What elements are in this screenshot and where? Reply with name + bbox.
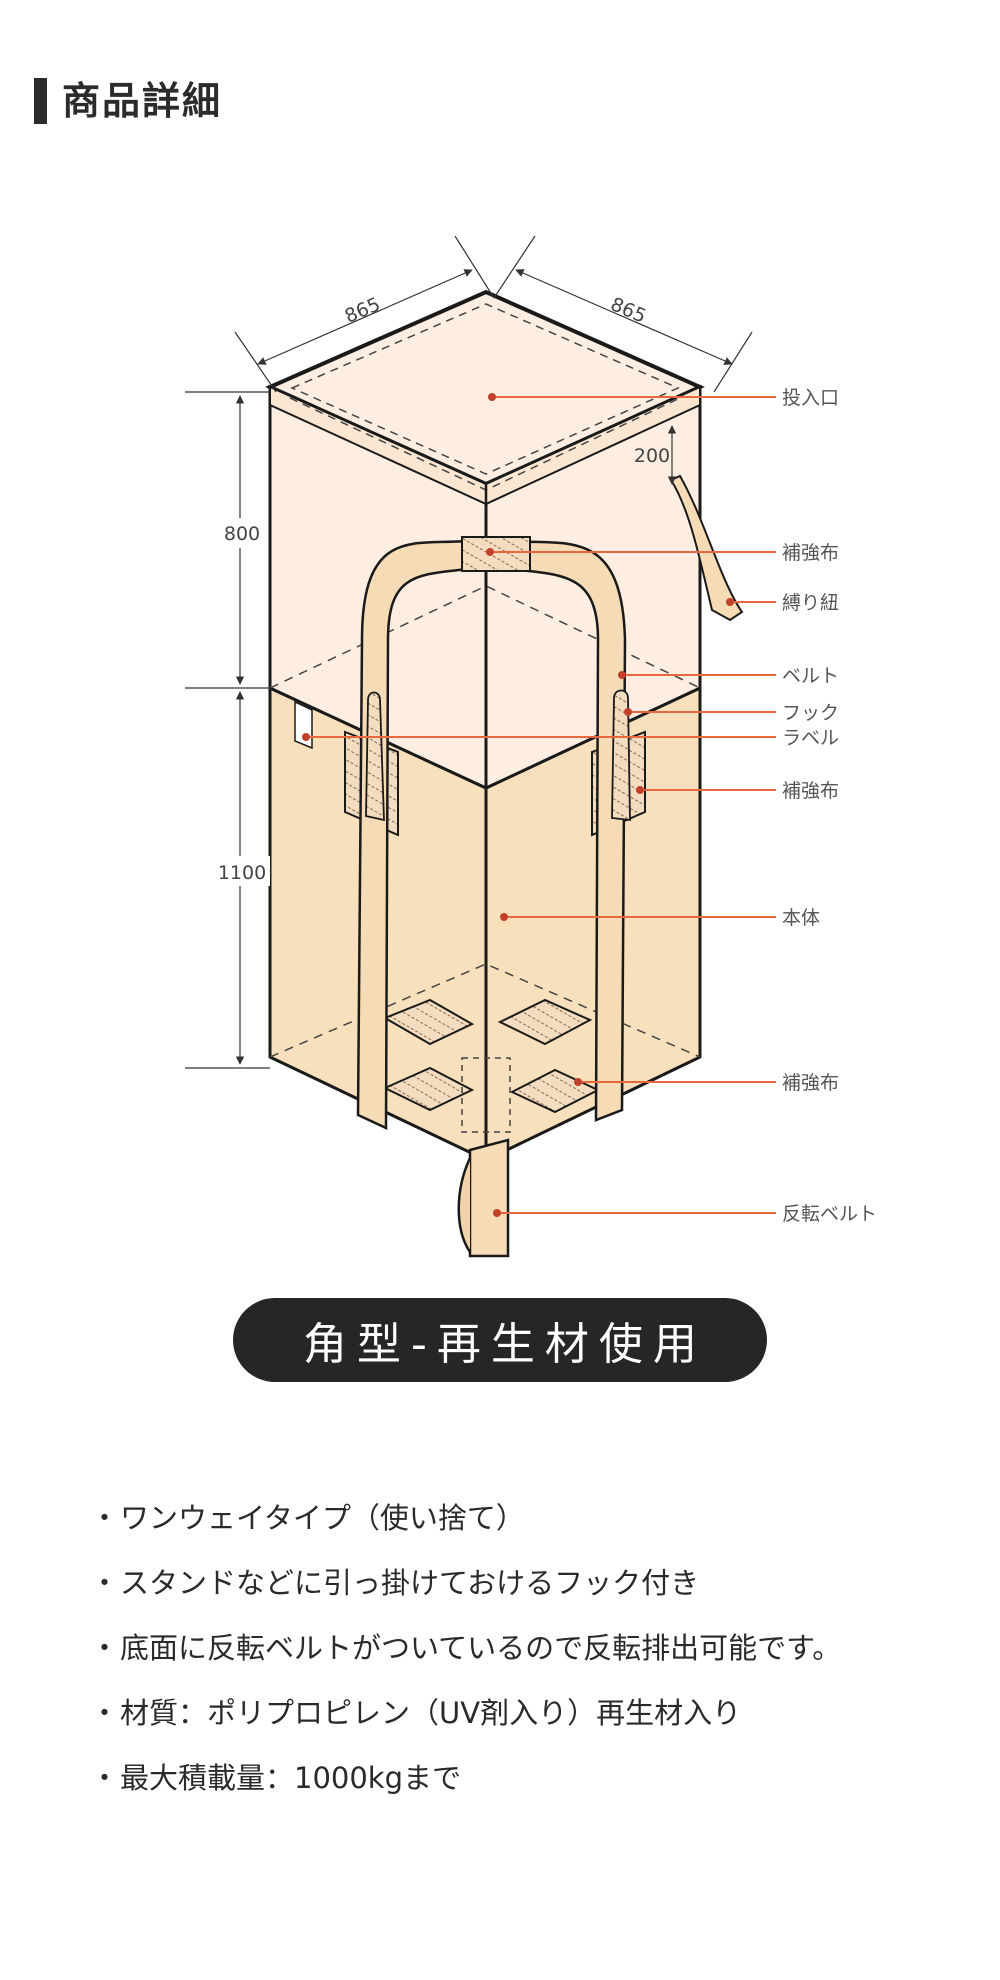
hook-left [365,691,385,822]
svg-text:補強布: 補強布 [782,542,839,564]
hidden-edges-bottom [269,963,701,1058]
bullet-icon: ・ [90,1695,120,1730]
bullet-icon: ・ [90,1630,120,1665]
dim-width-left: 865 [342,293,384,327]
feature-text: 最大積載量：1000kgまで [120,1760,462,1795]
dim-line-width-right [515,269,733,365]
dim-height-upper: 800 [224,523,260,545]
dim-ext-line-left [234,331,277,393]
reverse-belt-loop [457,1157,472,1253]
svg-text:反転ベルト: 反転ベルト [782,1203,877,1225]
feature-list: ・ワンウェイタイプ（使い捨て） ・スタンドなどに引っ掛けておけるフック付き ・底… [90,1483,841,1808]
belt-reinforcement-top [461,536,531,572]
svg-text:投入口: 投入口 [782,387,839,409]
dim-line-width-left [257,269,473,365]
label-tag [294,700,313,750]
svg-text:ベルト: ベルト [782,665,839,687]
svg-text:ラベル: ラベル [782,727,839,749]
dim-inlet-height: 200 [634,445,670,467]
feature-item: ・材質：ポリプロピレン（UV剤入り）再生材入り [90,1678,841,1743]
callout-label: ラベル [302,727,839,749]
feature-text: ワンウェイタイプ（使い捨て） [120,1500,525,1535]
section-header: 商品詳細 [34,78,222,124]
callout-reinforcement-top: 補強布 [486,542,839,564]
dim-ext-line-right [713,331,753,393]
dim-height-lower: 1100 [218,862,266,884]
feature-item: ・スタンドなどに引っ掛けておけるフック付き [90,1548,841,1613]
dim-label-bg-upper [218,518,264,548]
bullet-icon: ・ [90,1500,120,1535]
lifting-belt [356,538,627,1130]
callout-belt: ベルト [618,665,839,687]
dim-ext-line-center2 [493,235,536,299]
dim-width-right: 865 [607,293,649,327]
feature-item: ・ワンウェイタイプ（使い捨て） [90,1483,841,1548]
hook-right [611,689,631,822]
callout-body: 本体 [500,907,820,929]
feature-item: ・最大積載量：1000kgまで [90,1743,841,1808]
svg-text:フック: フック [782,702,839,724]
section-accent-bar [34,78,47,124]
callout-hook: フック [624,702,839,724]
svg-text:補強布: 補強布 [782,1072,839,1094]
callout-reinforcement-bottom: 補強布 [574,1072,839,1094]
reverse-belt [468,1138,510,1258]
callout-reinforcement-side: 補強布 [636,780,839,802]
feature-text: スタンドなどに引っ掛けておけるフック付き [120,1565,700,1600]
bullet-icon: ・ [90,1565,120,1600]
product-name-badge: 角型-再生材使用 [233,1298,767,1382]
callout-reverse-belt: 反転ベルト [493,1203,877,1225]
svg-text:縛り紐: 縛り紐 [782,592,839,614]
callout-tie-string: 縛り紐 [726,592,839,614]
feature-item: ・底面に反転ベルトがついているので反転排出可能です。 [90,1613,841,1678]
bag-diagram: 865 865 800 1100 200 投入口 補強布 縛り紐 ベルト フック [185,235,877,1258]
svg-text:本体: 本体 [782,907,820,929]
feature-text: 材質：ポリプロピレン（UV剤入り）再生材入り [120,1695,742,1730]
callout-inlet: 投入口 [488,387,839,409]
dim-label-bg-lower [212,856,270,886]
bullet-icon: ・ [90,1760,120,1795]
feature-text: 底面に反転ベルトがついているので反転排出可能です。 [120,1630,842,1665]
svg-text:補強布: 補強布 [782,780,839,802]
section-title: 商品詳細 [62,79,223,123]
dim-ext-line-center [454,235,495,299]
tie-string [669,474,744,622]
bottom-reinforcement-patches [382,998,601,1133]
